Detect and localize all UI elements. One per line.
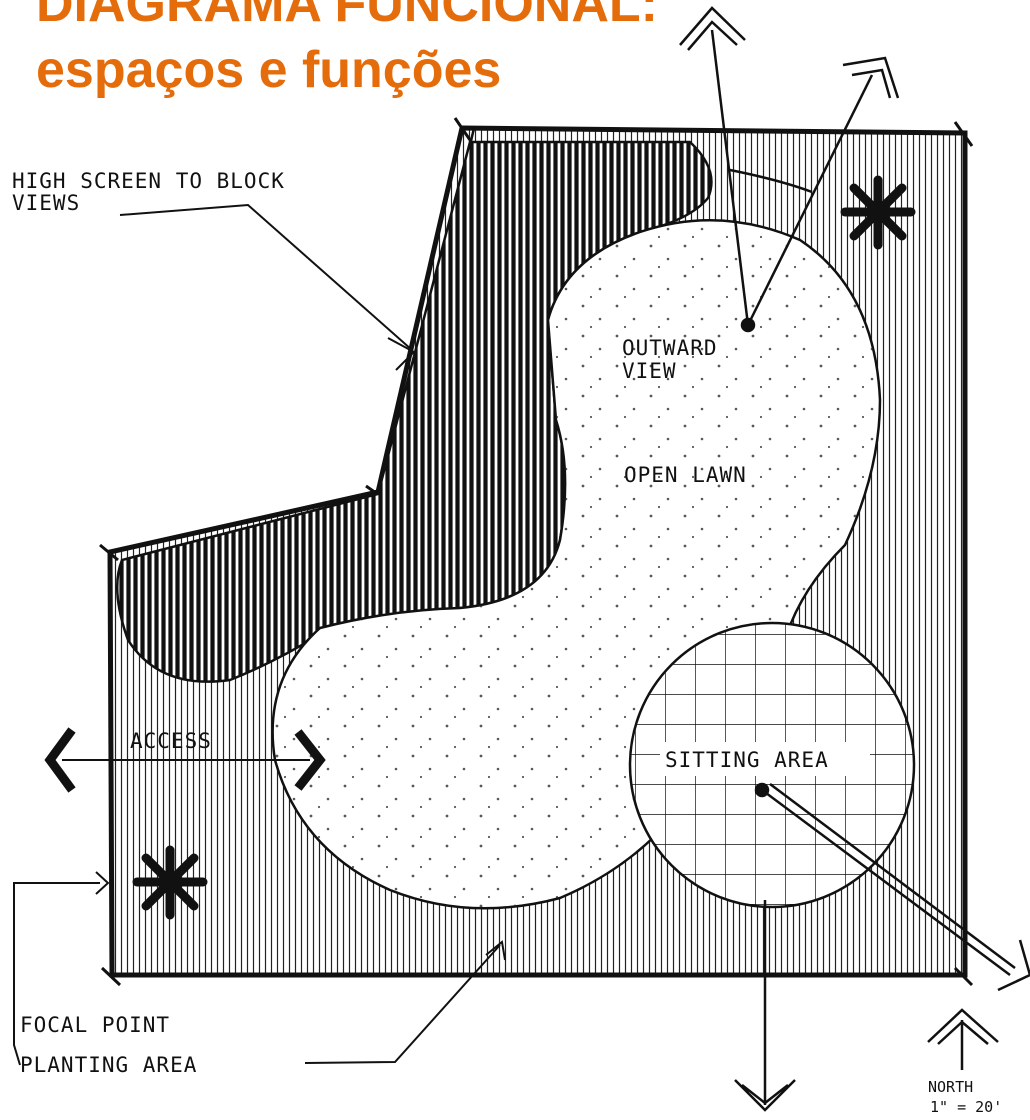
- star-tree-icon: [840, 175, 916, 250]
- sitting-area-circle: [628, 621, 916, 909]
- star-focal-icon: [132, 845, 208, 920]
- north-arrow-icon: [927, 1008, 999, 1070]
- label-outward: OUTWARD: [622, 336, 718, 360]
- label-scale: 1" = 20': [930, 1098, 1002, 1116]
- label-focal-point: FOCAL POINT: [20, 1013, 170, 1037]
- south-view-arrow: [734, 900, 796, 1112]
- label-sitting-area: SITTING AREA: [665, 748, 829, 772]
- outward-view-arrows: [679, 6, 900, 333]
- diagram-subtitle: espaços e funções: [36, 41, 502, 99]
- leader-lines: [13, 203, 506, 1066]
- access-arrow: [44, 727, 326, 793]
- label-view: VIEW: [622, 359, 677, 383]
- label-north: NORTH: [928, 1078, 973, 1096]
- label-views: VIEWS: [12, 191, 80, 215]
- sitting-view-arrow: [754, 782, 1030, 992]
- diagram-title: DIAGRAMA FUNCIONAL:: [36, 0, 658, 33]
- label-open-lawn: OPEN LAWN: [624, 463, 747, 487]
- label-high-screen: HIGH SCREEN TO BLOCK: [12, 169, 285, 193]
- label-access: ACCESS: [130, 729, 212, 753]
- label-planting-area: PLANTING AREA: [20, 1053, 197, 1077]
